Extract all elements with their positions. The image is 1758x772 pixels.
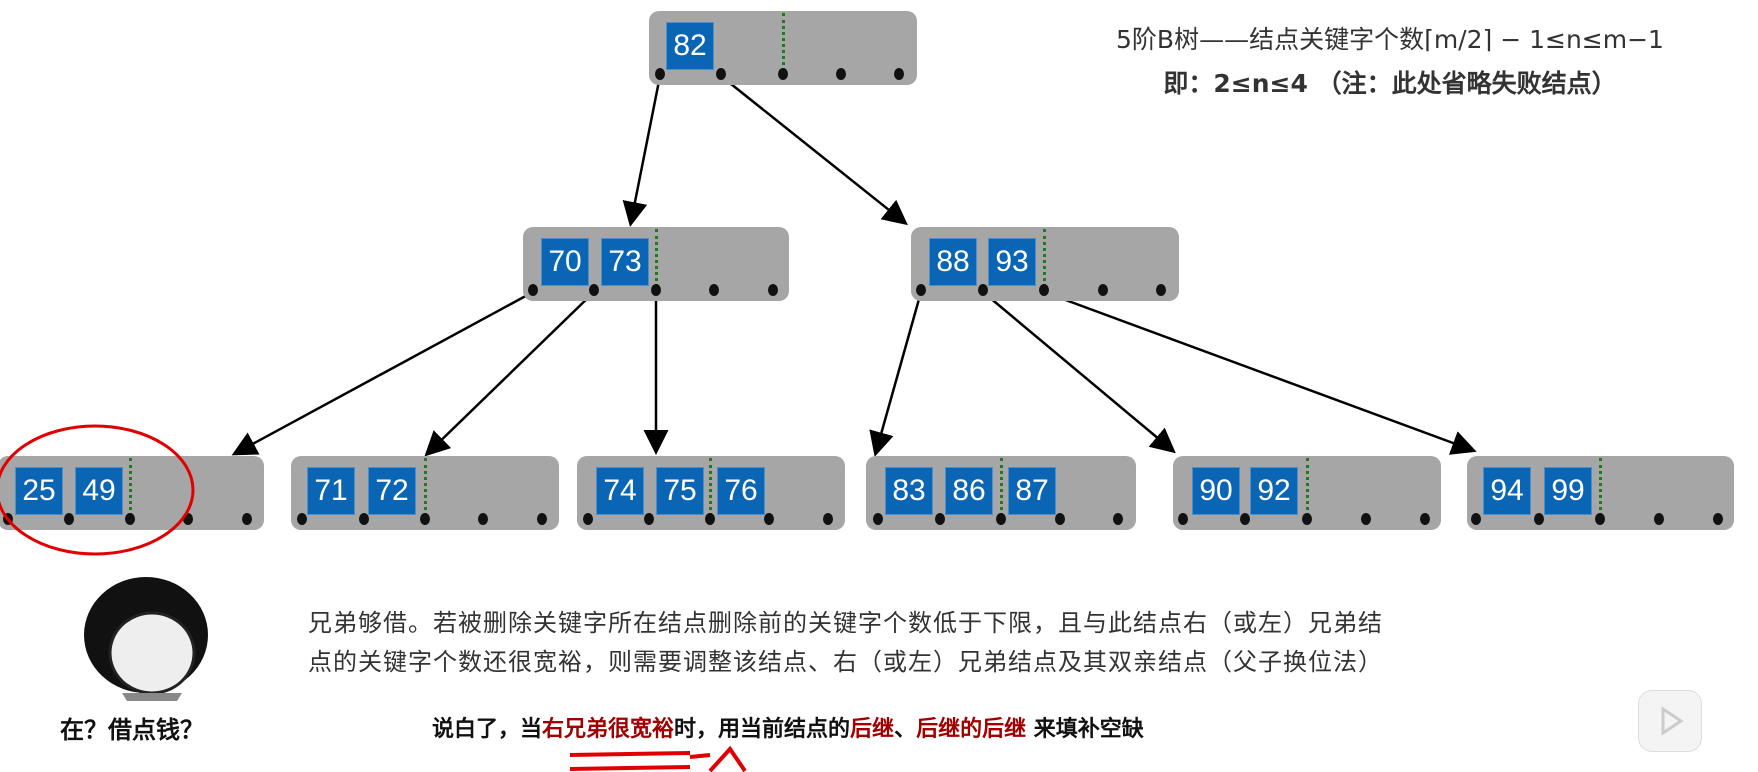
child-pointer	[1361, 513, 1371, 525]
child-pointer	[537, 513, 547, 525]
child-pointer	[644, 513, 654, 525]
child-pointer	[978, 284, 988, 296]
child-pointer	[768, 284, 778, 296]
child-pointer	[1240, 513, 1250, 525]
title-line-1: 5阶B树——结点关键字个数⌈m/2⌉ − 1≤n≤m−1	[1116, 25, 1664, 54]
child-pointer	[359, 513, 369, 525]
node-key: 70	[541, 238, 589, 286]
child-pointer	[297, 513, 307, 525]
child-pointer	[705, 513, 715, 525]
minimum-keys-separator	[1306, 458, 1309, 516]
child-pointer	[478, 513, 488, 525]
node-key: 74	[596, 467, 644, 515]
child-pointer	[183, 513, 193, 525]
child-pointer	[778, 68, 788, 80]
minimum-keys-separator	[1599, 458, 1602, 516]
edge	[1043, 290, 1477, 455]
summary-text: 说白了，当	[432, 717, 543, 742]
child-pointer	[651, 284, 661, 296]
node-key: 90	[1192, 467, 1240, 515]
summary-text: 、	[894, 717, 917, 742]
child-pointer	[836, 68, 846, 80]
explanation-line-2: 点的关键字个数还很宽裕，则需要调整该结点、右（或左）兄弟结点及其双亲结点（父子换…	[308, 648, 1383, 676]
summary-highlight: 后继	[850, 717, 895, 742]
child-pointer	[583, 513, 593, 525]
child-pointer	[64, 513, 74, 525]
minimum-keys-separator	[1043, 229, 1046, 287]
minimum-keys-separator	[1000, 458, 1003, 516]
child-pointer	[873, 513, 883, 525]
child-pointer	[716, 68, 726, 80]
play-button[interactable]	[1638, 690, 1702, 752]
child-pointer	[1534, 513, 1544, 525]
edge	[720, 75, 908, 226]
handwritten-annotation	[569, 745, 747, 772]
child-pointer	[709, 284, 719, 296]
child-pointer	[1156, 284, 1166, 296]
child-pointer	[589, 284, 599, 296]
child-pointer	[242, 513, 252, 525]
edge	[231, 290, 534, 456]
node-key: 76	[717, 467, 765, 515]
summary-highlight: 后继的后继	[916, 717, 1027, 742]
minimum-keys-separator	[655, 229, 658, 287]
node-key: 82	[666, 22, 714, 70]
minimum-keys-separator	[129, 458, 132, 516]
child-pointer	[1055, 513, 1065, 525]
child-pointer	[823, 513, 833, 525]
child-pointer	[655, 68, 665, 80]
edge	[982, 291, 1176, 454]
child-pointer	[1654, 513, 1664, 525]
edge	[869, 291, 923, 457]
child-pointer	[935, 513, 945, 525]
node-key: 49	[75, 467, 123, 515]
node-key: 86	[945, 467, 993, 515]
tree-edges	[231, 75, 1477, 457]
play-icon	[1661, 706, 1684, 736]
child-pointer	[1302, 513, 1312, 525]
child-pointer	[1595, 513, 1605, 525]
red-circle-annotation	[0, 424, 195, 556]
title-line-2: 即：2≤n≤4 （注：此处省略失败结点）	[1163, 69, 1617, 98]
child-pointer	[1420, 513, 1430, 525]
minimum-keys-separator	[782, 13, 785, 71]
child-pointer	[996, 513, 1006, 525]
summary-text: 来填补空缺	[1026, 717, 1144, 742]
child-pointer	[528, 284, 538, 296]
child-pointer	[1471, 513, 1481, 525]
node-key: 75	[656, 467, 704, 515]
child-pointer	[420, 513, 430, 525]
node-key: 93	[988, 238, 1036, 286]
meme-image	[62, 573, 230, 701]
node-key: 73	[601, 238, 649, 286]
child-pointer	[916, 284, 926, 296]
child-pointer	[894, 68, 904, 80]
node-key: 87	[1008, 467, 1056, 515]
node-key: 92	[1250, 467, 1298, 515]
node-key: 83	[885, 467, 933, 515]
minimum-keys-separator	[709, 458, 712, 516]
summary-highlight: 右兄弟很宽裕	[542, 717, 675, 742]
summary-line: 说白了，当右兄弟很宽裕时，用当前结点的后继、后继的后继 来填补空缺	[432, 711, 1144, 743]
node-key: 88	[929, 238, 977, 286]
child-pointer	[764, 513, 774, 525]
edge	[622, 75, 662, 227]
child-pointer	[1713, 513, 1723, 525]
summary-text: 时，用当前结点的	[674, 717, 851, 742]
child-pointer	[1098, 284, 1108, 296]
explanation-line-1: 兄弟够借。若被删除关键字所在结点删除前的关键字个数低于下限，且与此结点右（或左）…	[308, 609, 1383, 637]
meme-caption: 在？借点钱？	[60, 716, 204, 744]
edge	[424, 291, 595, 457]
node-key: 99	[1544, 467, 1592, 515]
minimum-keys-separator	[424, 458, 427, 516]
node-key: 71	[307, 467, 355, 515]
node-key: 94	[1483, 467, 1531, 515]
child-pointer	[125, 513, 135, 525]
node-key: 72	[368, 467, 416, 515]
child-pointer	[1113, 513, 1123, 525]
child-pointer	[1039, 284, 1049, 296]
child-pointer	[1178, 513, 1188, 525]
node-key: 25	[15, 467, 63, 515]
